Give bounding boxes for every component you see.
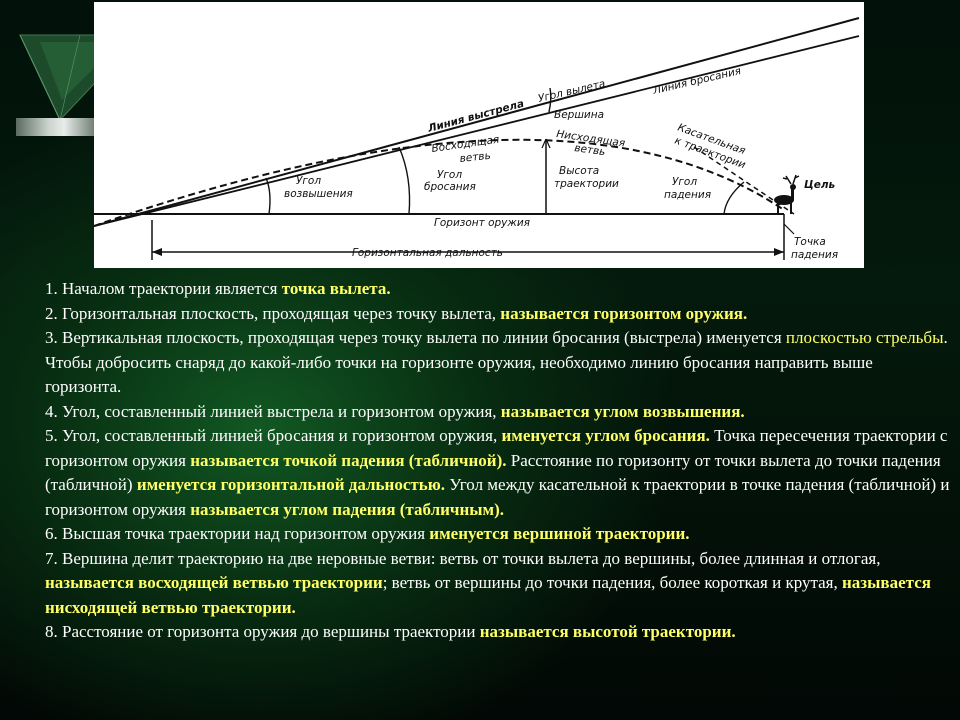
label-line-of-fire: Линия выстрела bbox=[426, 98, 526, 135]
p4-highlight: называется углом возвышения. bbox=[500, 401, 745, 421]
label-target: Цель bbox=[804, 179, 836, 191]
label-impact-point-2: падения bbox=[791, 249, 838, 261]
p5-text-e: Расстояние по горизонту от точки вылета … bbox=[45, 450, 941, 495]
line-of-throw bbox=[94, 35, 860, 227]
p7-text-a: 7. Вершина делит траекторию на две неров… bbox=[45, 548, 881, 568]
impact-angle-arc bbox=[723, 181, 745, 215]
trajectory-curve bbox=[94, 138, 785, 227]
trajectory-diagram: Линия выстрела Угол вылета Линия бросани… bbox=[94, 2, 864, 268]
p5-highlight-d: называется точкой падения (табличной). bbox=[190, 450, 507, 470]
label-descending-branch: ветвь bbox=[574, 142, 607, 158]
label-elevation-angle-1: Угол bbox=[296, 175, 321, 187]
label-throw-angle-2: бросания bbox=[424, 181, 476, 193]
label-summit: Вершина bbox=[554, 109, 604, 121]
p5-highlight-f: именуется горизонтальной дальностью. bbox=[136, 475, 445, 494]
paragraph-8: 8. Расстояние от горизонта оружия до вер… bbox=[45, 620, 950, 645]
p4-text: 4. Угол, составленный линией выстрела и … bbox=[45, 401, 501, 421]
label-weapon-horizon: Горизонт оружия bbox=[434, 217, 530, 229]
label-throw-angle-1: Угол bbox=[437, 169, 462, 181]
p5-highlight-h: называется углом падения (табличным). bbox=[190, 499, 505, 519]
p3-highlight: плоскостью стрельбы bbox=[785, 328, 944, 347]
p5-highlight-b: именуется углом бросания. bbox=[501, 426, 710, 445]
decorative-bar bbox=[16, 118, 96, 136]
p7-text-c: ; ветвь от вершины до точки падения, бол… bbox=[382, 573, 843, 592]
p3-text-end: . Чтобы добросить снаряд до какой-либо т… bbox=[45, 328, 948, 396]
label-height-2: траектории bbox=[554, 178, 619, 190]
label-elevation-angle-2: возвышения bbox=[284, 188, 353, 200]
label-height-1: Высота bbox=[559, 165, 599, 177]
p7-highlight-b: называется восходящей ветвью траектории bbox=[45, 573, 383, 592]
paragraph-7: 7. Вершина делит траекторию на две неров… bbox=[45, 547, 950, 621]
p8-text: 8. Расстояние от горизонта оружия до вер… bbox=[45, 622, 480, 641]
paragraph-1: 1. Началом траектории является точка выл… bbox=[45, 277, 950, 302]
p6-text: 6. Высшая точка траектории над горизонто… bbox=[45, 524, 430, 543]
p2-highlight: называется горизонтом оружия. bbox=[500, 303, 748, 323]
paragraph-6: 6. Высшая точка траектории над горизонто… bbox=[45, 522, 950, 547]
p5-text-g: Угол между касательной к траектории в то… bbox=[45, 475, 950, 519]
paragraph-4: 4. Угол, составленный линией выстрела и … bbox=[45, 400, 950, 425]
p1-text: 1. Началом траектории является bbox=[45, 279, 282, 298]
p5-text-a: 5. Угол, составленный линией бросания и … bbox=[45, 426, 502, 445]
label-impact-angle-1: Угол bbox=[672, 176, 697, 188]
label-impact-angle-2: падения bbox=[664, 189, 711, 201]
p2-text: 2. Горизонтальная плоскость, проходящая … bbox=[45, 303, 501, 323]
p5-text-c: Точка пересечения траектории с горизонто… bbox=[45, 426, 948, 470]
paragraph-3: 3. Вертикальная плоскость, проходящая че… bbox=[45, 326, 950, 400]
target-icon bbox=[774, 174, 800, 214]
p6-highlight: именуется вершиной траектории. bbox=[429, 524, 690, 543]
line-of-fire bbox=[94, 17, 860, 227]
p1-highlight: точка вылета. bbox=[281, 279, 391, 298]
departure-angle-arc bbox=[548, 87, 552, 113]
label-ascending-branch: ветвь bbox=[459, 150, 491, 165]
throw-angle-arc bbox=[398, 146, 411, 215]
slide-text: 1. Началом траектории является точка выл… bbox=[45, 277, 950, 645]
paragraph-2: 2. Горизонтальная плоскость, проходящая … bbox=[45, 302, 950, 327]
paragraph-5: 5. Угол, составленный линией бросания и … bbox=[45, 424, 950, 522]
p7-highlight-d: называется нисходящей ветвью траектории. bbox=[45, 573, 931, 617]
elevation-angle-arc bbox=[265, 177, 271, 215]
p8-highlight: называется высотой траектории. bbox=[479, 622, 736, 641]
label-impact-point-1: Точка bbox=[794, 236, 826, 248]
label-horizontal-range: Горизонтальная дальность bbox=[352, 247, 503, 259]
p3-text: 3. Вертикальная плоскость, проходящая че… bbox=[45, 328, 786, 347]
